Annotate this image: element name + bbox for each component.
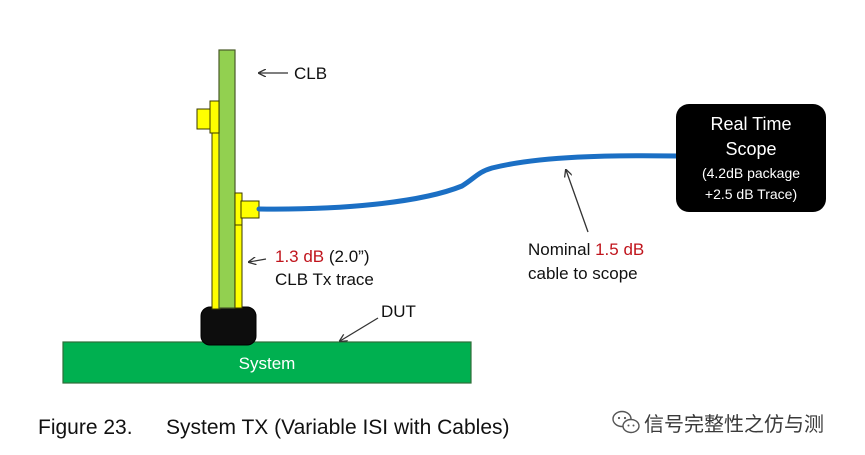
scope-trace-loss: +2.5 dB Trace) — [705, 186, 797, 202]
scope-package-loss: (4.2dB package — [702, 165, 800, 181]
clb-trace-value: 1.3 dB — [275, 247, 324, 266]
figure-title: System TX (Variable ISI with Cables) — [166, 416, 510, 439]
clb-trace-length: (2.0”) — [324, 247, 369, 266]
dut-package — [200, 306, 257, 346]
clb-trace-loss: 1.3 dB (2.0”) — [275, 247, 370, 266]
clb-label: CLB — [294, 64, 327, 83]
clb-board — [218, 49, 236, 309]
dut-label: DUT — [381, 302, 416, 321]
system-board — [62, 341, 472, 384]
clb-trace-arrow — [249, 259, 267, 262]
cable-desc: cable to scope — [528, 264, 638, 283]
dut-arrow — [340, 317, 379, 341]
scope-title-line2: Scope — [725, 139, 776, 159]
cable-loss: Nominal 1.5 dB — [528, 240, 644, 259]
cable-prefix: Nominal — [528, 240, 595, 259]
wechat-logo-icon — [612, 410, 640, 434]
clb-right-strip — [234, 224, 243, 309]
clb-trace-desc: CLB Tx trace — [275, 270, 374, 289]
figure-number: Figure 23. — [38, 416, 133, 439]
system-label: System — [239, 354, 296, 373]
lower-connector-tab — [240, 200, 260, 219]
watermark-text: 信号完整性之仿与测 — [644, 412, 824, 436]
real-time-scope-box — [676, 104, 826, 212]
scope-title-line1: Real Time — [710, 114, 791, 134]
cable — [256, 153, 681, 212]
upper-connector-stem — [209, 100, 220, 134]
cable-value: 1.5 dB — [595, 240, 644, 259]
cable-arrow — [566, 170, 589, 233]
